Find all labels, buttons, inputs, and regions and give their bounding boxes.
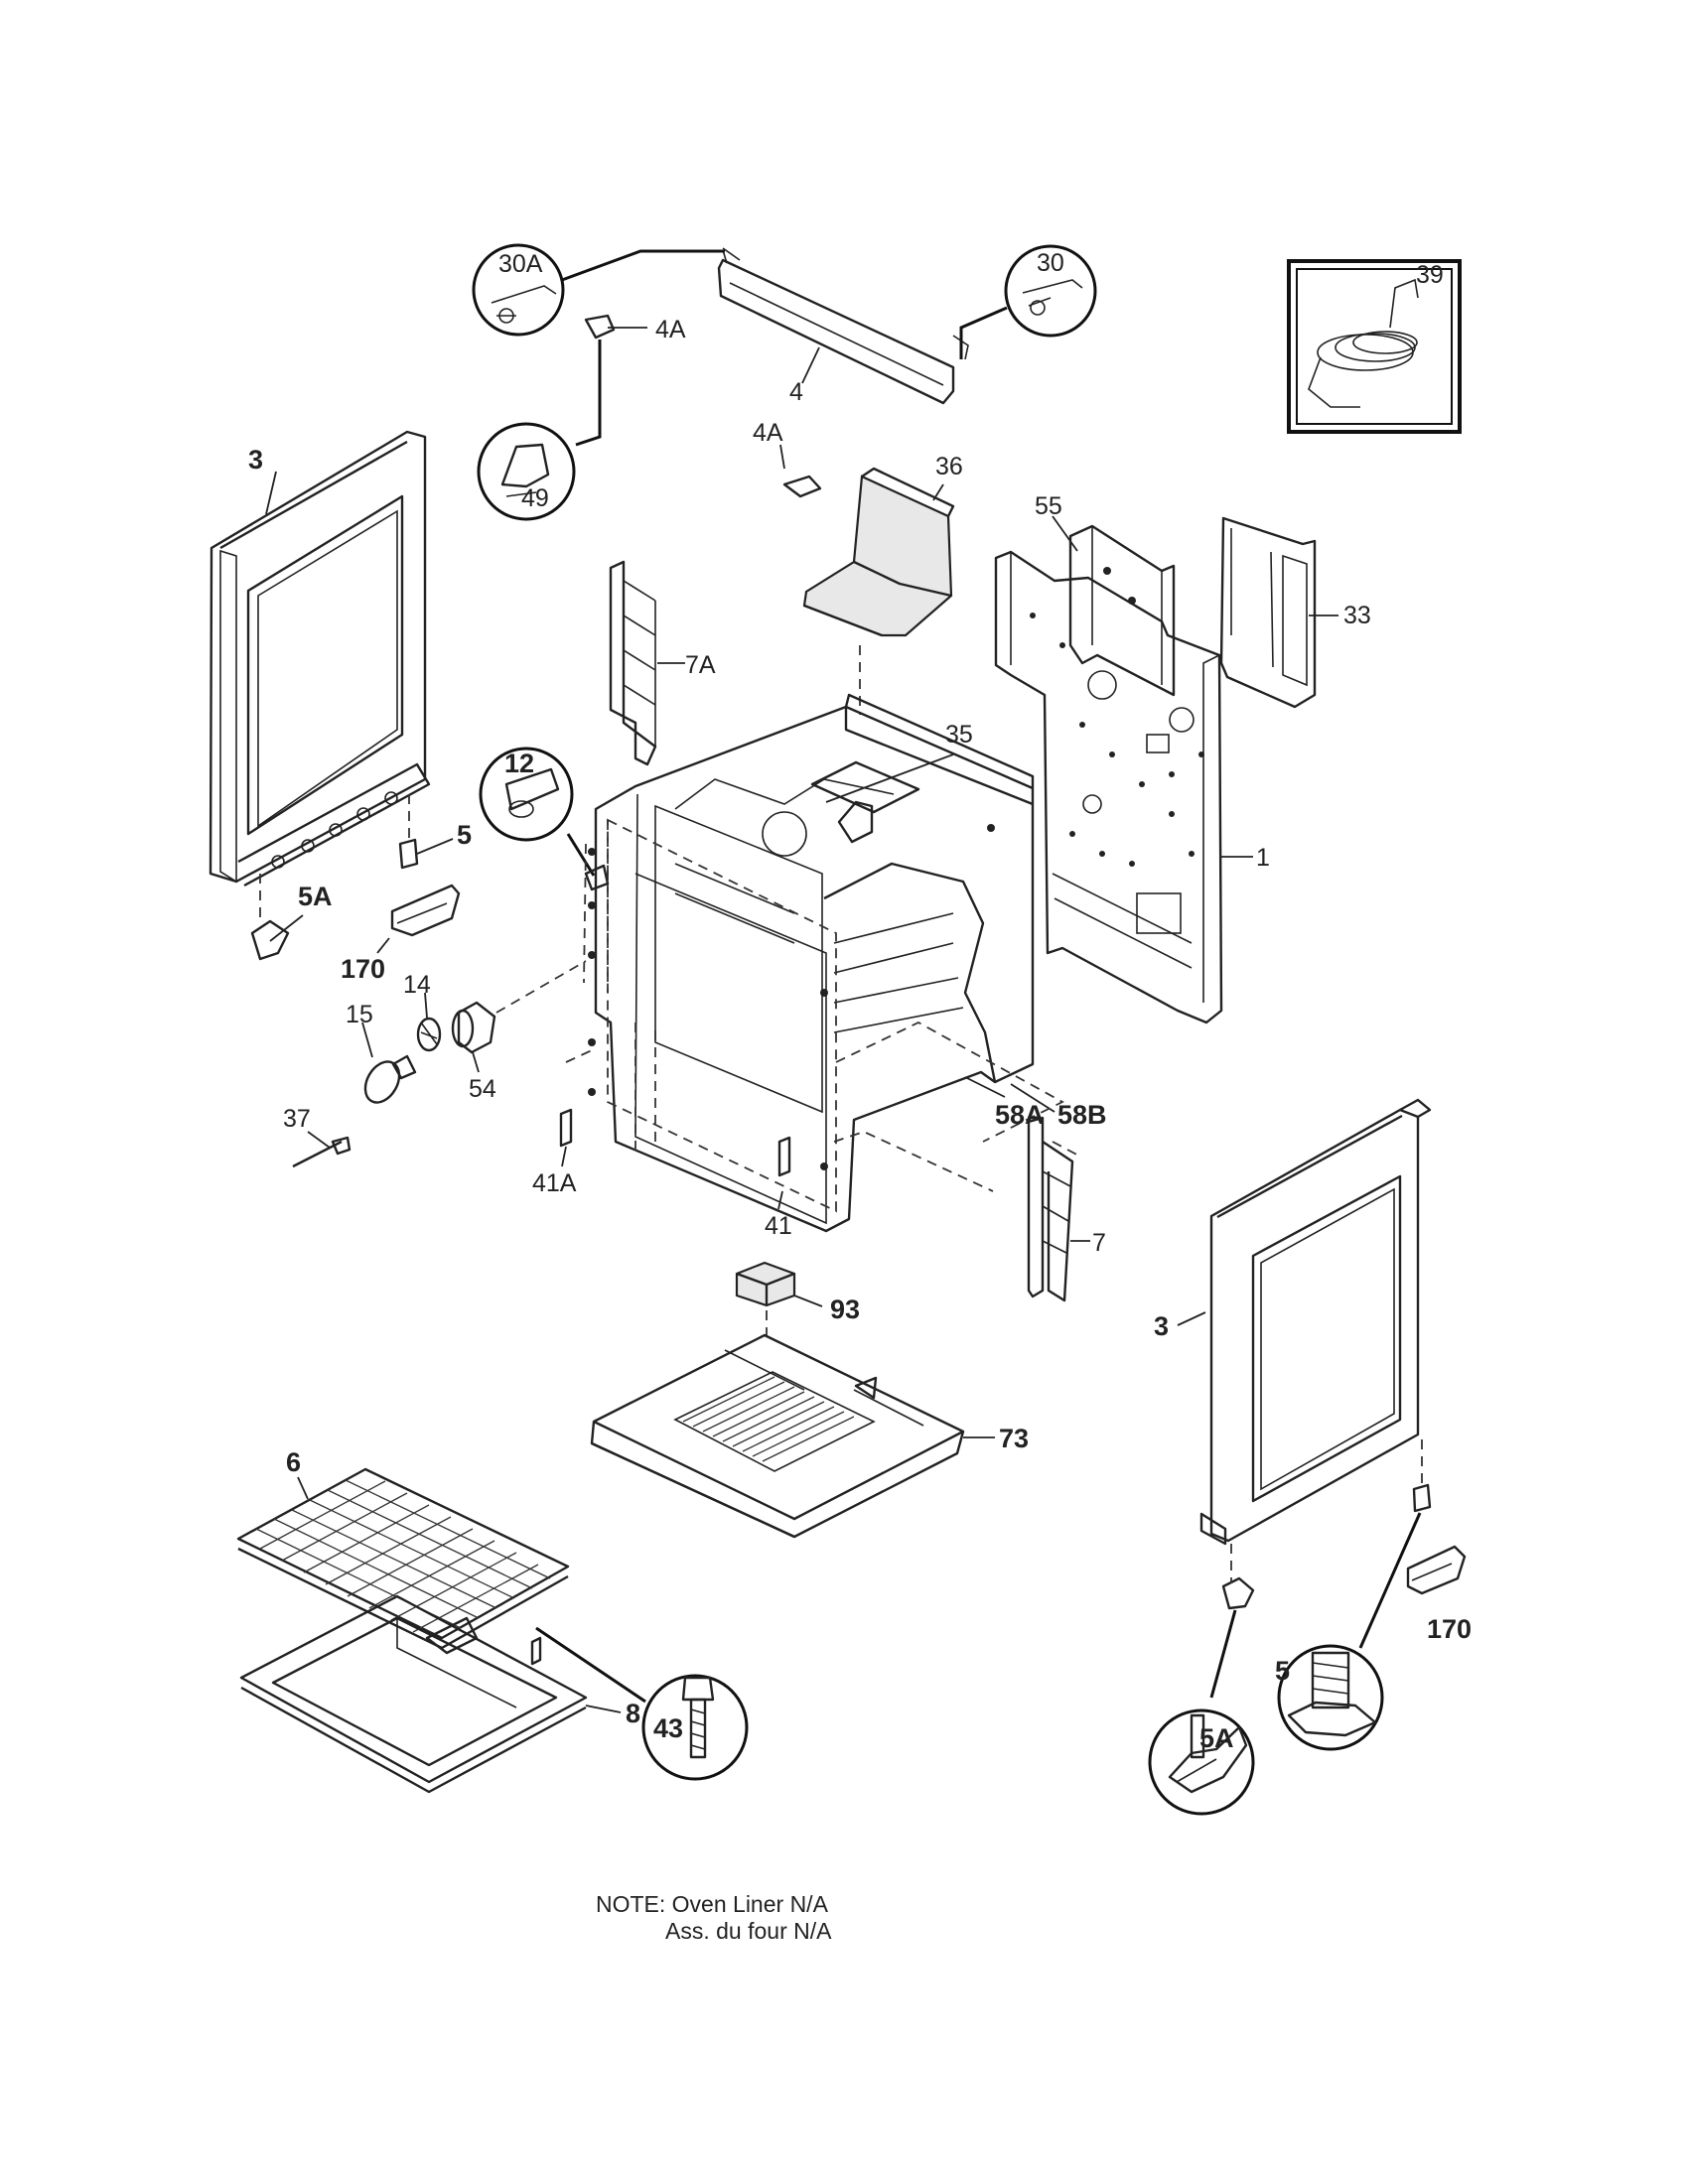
label-170-right: 170 [1427,1614,1472,1644]
dashed-link-12 [583,843,587,984]
part-36-vent-duct [802,467,955,715]
label-12: 12 [504,749,534,778]
bubble-5A-right [1148,1708,1255,1816]
note-text: NOTE: Oven Liner N/A Ass. du four N/A [596,1891,831,1945]
bubble-30A [472,243,725,337]
label-3-left: 3 [248,445,263,475]
label-41A: 41A [532,1169,577,1197]
part-oven-body [594,693,1055,1233]
label-5-left: 5 [457,820,472,850]
label-7A: 7A [685,651,716,679]
label-58A: 58A [995,1100,1045,1130]
label-5A-left: 5A [298,882,333,911]
label-4: 4 [789,378,803,406]
note-line-1: NOTE: Oven Liner N/A [596,1891,828,1917]
label-55: 55 [1035,492,1062,520]
part-7A-rack-support [609,560,685,766]
label-15: 15 [346,1001,373,1028]
label-30A: 30A [498,250,543,278]
leader-4 [801,346,820,384]
bubble-5-right [1277,1644,1384,1751]
label-58B: 58B [1057,1100,1107,1130]
part-7-rack-support [1027,1116,1090,1302]
label-54: 54 [469,1075,496,1103]
part-39-power-cord-box [1287,259,1462,434]
bubble-43 [530,1626,749,1781]
bubble-49 [477,422,576,521]
screws-left [588,848,596,1096]
part-4A-clip-mid [779,444,822,498]
part-55-upper-panel [1052,515,1176,697]
part-5-left-leveler [398,794,454,870]
label-8: 8 [626,1699,640,1728]
part-front-frame-dashed [607,818,1064,1213]
part-41-stop [777,1136,791,1210]
label-35: 35 [945,721,973,749]
part-3-right-door [1177,1098,1432,1546]
label-5-right: 5 [1275,1656,1290,1686]
dashed-link-41A [565,1049,593,1063]
part-54-lamp-cover [451,960,587,1073]
label-5A-right: 5A [1199,1723,1234,1753]
label-3-right: 3 [1154,1311,1169,1341]
part-33-side-panel [1219,516,1338,709]
label-170-left: 170 [341,954,385,984]
part-1-rear-panel [994,550,1253,1024]
label-93: 93 [830,1295,860,1324]
label-37: 37 [283,1105,311,1133]
part-8-broil-pan [239,1594,622,1794]
part-14-lamp-socket [416,992,442,1052]
note-line-2: Ass. du four N/A [665,1918,832,1944]
label-4A-mid: 4A [753,419,783,447]
part-170-left-clip [376,884,461,954]
label-6: 6 [286,1447,301,1477]
part-15-lamp-bulb [361,1022,417,1104]
part-73-bottom-panel [590,1333,995,1539]
label-33: 33 [1343,602,1371,629]
label-41: 41 [765,1212,792,1240]
label-39: 39 [1416,261,1444,289]
part-170-right-clip [1406,1545,1467,1595]
label-1: 1 [1256,844,1270,872]
label-30: 30 [1037,249,1064,277]
part-5-right-leveler [1358,1439,1432,1649]
part-4-top-bracket [717,247,969,405]
label-43: 43 [653,1713,683,1743]
part-5A-left-bracket [250,874,304,961]
bubble-30 [959,244,1097,359]
label-14: 14 [403,971,431,999]
label-36: 36 [935,453,963,480]
part-4A-clip-top [575,314,647,447]
part-37-wire [292,1131,352,1168]
part-5A-right-bracket [1209,1544,1255,1699]
part-41A-stop [559,1108,573,1167]
part-3-left-door [209,430,431,887]
bubble-12 [479,747,610,891]
part-93-foam-block [735,1261,823,1335]
label-49: 49 [521,484,549,512]
label-4A-top: 4A [655,316,686,343]
label-73: 73 [999,1424,1029,1453]
label-7: 7 [1092,1229,1106,1257]
